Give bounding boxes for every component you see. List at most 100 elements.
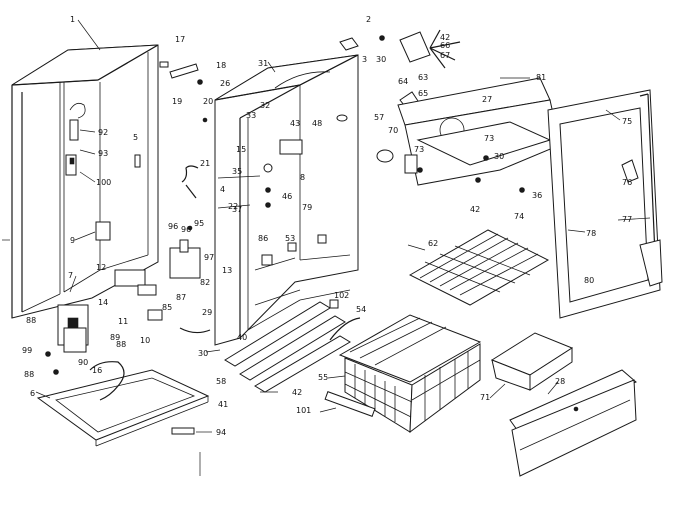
label-30c: 30 (198, 349, 208, 358)
label-96b: 96 (181, 225, 191, 234)
wire-shelf (408, 229, 550, 306)
label-88c: 88 (24, 370, 34, 379)
label-16: 16 (92, 366, 102, 375)
label-99: 99 (22, 346, 32, 355)
label-73b: 73 (414, 145, 424, 154)
label-87: 87 (176, 293, 186, 302)
label-67: 67 (440, 51, 450, 60)
label-54: 54 (356, 305, 366, 314)
label-4: 4 (220, 185, 225, 194)
label-55: 55 (318, 373, 328, 382)
evaporator-fan-assembly (376, 29, 561, 193)
label-57: 57 (374, 113, 384, 122)
label-9: 9 (70, 236, 75, 245)
label-20: 20 (203, 97, 213, 106)
base-pan (36, 361, 210, 447)
label-19: 19 (172, 97, 182, 106)
label-77: 77 (622, 215, 632, 224)
leader-lines (2, 19, 651, 476)
label-89: 89 (110, 333, 120, 342)
label-5: 5 (133, 133, 138, 142)
label-82: 82 (200, 278, 210, 287)
label-21: 21 (200, 159, 210, 168)
label-81: 81 (536, 73, 546, 82)
label-79: 79 (302, 203, 312, 212)
label-15: 15 (236, 145, 246, 154)
label-22: 22 (228, 202, 238, 211)
label-37: 37 (232, 205, 242, 214)
label-66: 66 (440, 41, 450, 50)
label-74: 74 (514, 212, 524, 221)
label-41: 41 (218, 400, 228, 409)
label-100: 100 (96, 178, 111, 187)
label-26: 26 (220, 79, 230, 88)
wire-basket (338, 314, 482, 434)
label-14: 14 (98, 298, 108, 307)
label-97: 97 (204, 253, 214, 262)
label-80: 80 (584, 276, 594, 285)
label-102: 102 (334, 291, 349, 300)
label-12: 12 (96, 263, 106, 272)
shelf-rails (147, 299, 361, 393)
label-93: 93 (98, 149, 108, 158)
label-42a: 42 (440, 33, 450, 42)
label-42b: 42 (470, 205, 480, 214)
label-36: 36 (532, 191, 542, 200)
label-32: 32 (260, 101, 270, 110)
label-13: 13 (222, 266, 232, 275)
label-31: 31 (258, 59, 268, 68)
label-71: 71 (480, 393, 490, 402)
label-86: 86 (258, 234, 268, 243)
label-35: 35 (232, 167, 242, 176)
label-96: 96 (168, 222, 178, 231)
label-94: 94 (216, 428, 226, 437)
cabinet-shell (11, 44, 159, 353)
label-63: 63 (418, 73, 428, 82)
label-90: 90 (78, 358, 88, 367)
door-frame-gasket (547, 89, 663, 319)
hardware-parts (45, 35, 385, 435)
label-88: 88 (26, 316, 36, 325)
label-30a: 30 (376, 55, 386, 64)
label-42c: 42 (292, 388, 302, 397)
label-8: 8 (300, 173, 305, 182)
label-46: 46 (282, 192, 292, 201)
label-29: 29 (202, 308, 212, 317)
label-28: 28 (555, 377, 565, 386)
label-1: 1 (70, 15, 75, 24)
label-88b: 88 (116, 340, 126, 349)
label-101: 101 (296, 406, 311, 415)
label-48: 48 (312, 119, 322, 128)
freezer-liner (214, 54, 359, 346)
label-7: 7 (68, 271, 73, 280)
label-33: 33 (246, 111, 256, 120)
label-27: 27 (482, 95, 492, 104)
label-95: 95 (194, 219, 204, 228)
label-62: 62 (428, 239, 438, 248)
label-78: 78 (586, 229, 596, 238)
label-6: 6 (30, 389, 35, 398)
callout-labels: 1 2 3 17 18 26 19 20 31 30 42 66 67 63 6… (22, 15, 632, 437)
label-3: 3 (362, 55, 367, 64)
label-85: 85 (162, 303, 172, 312)
label-75: 75 (622, 117, 632, 126)
label-2: 2 (366, 15, 371, 24)
label-10: 10 (140, 336, 150, 345)
label-64: 64 (398, 77, 408, 86)
label-11: 11 (118, 317, 128, 326)
label-65: 65 (418, 89, 428, 98)
label-70: 70 (388, 126, 398, 135)
label-18: 18 (216, 61, 226, 70)
label-17: 17 (175, 35, 185, 44)
door-bin-large (509, 369, 637, 477)
label-92: 92 (98, 128, 108, 137)
label-58: 58 (216, 377, 226, 386)
label-76: 76 (622, 178, 632, 187)
label-43: 43 (290, 119, 300, 128)
label-30b: 30 (494, 152, 504, 161)
label-40: 40 (237, 333, 247, 342)
label-53: 53 (285, 234, 295, 243)
door-bin-small (490, 332, 574, 391)
label-73a: 73 (484, 134, 494, 143)
